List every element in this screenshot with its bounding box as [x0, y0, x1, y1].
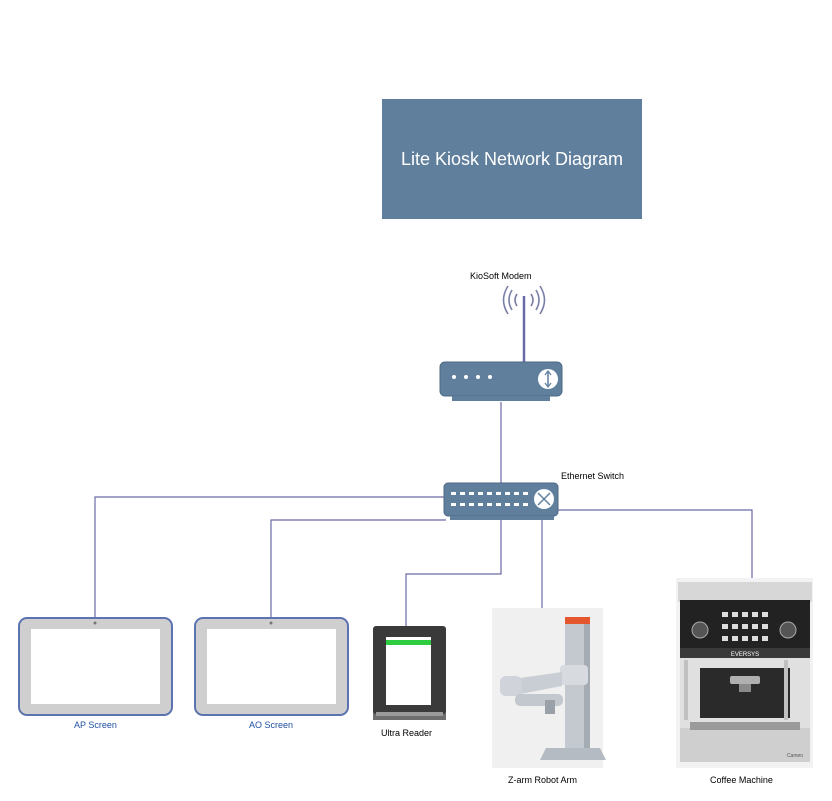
coffee-model-text: Cameo [787, 753, 803, 759]
coffee-machine-icon: EVERSYS Cameo [676, 578, 813, 768]
ao-screen-icon [194, 617, 349, 716]
reader-label: Ultra Reader [381, 728, 433, 738]
robot-arm-icon [492, 608, 606, 768]
diagram-title: Lite Kiosk Network Diagram [400, 148, 624, 169]
coffee-label: Coffee Machine [710, 775, 773, 785]
switch-label: Ethernet Switch [561, 471, 625, 481]
coffee-brand-text: EVERSYS [731, 652, 759, 658]
connectors [94, 402, 753, 626]
ethernet-switch-icon [443, 482, 559, 520]
switch-to-coffee-line [558, 509, 753, 578]
modem-icon [439, 285, 563, 401]
switch-to-reader-line [405, 518, 502, 626]
modem-label: KioSoft Modem [470, 271, 532, 281]
switch-to-ap-line [94, 496, 446, 620]
robot-label: Z-arm Robot Arm [508, 775, 578, 785]
ao-screen-label: AO Screen [249, 720, 294, 730]
diagram-title-box: Lite Kiosk Network Diagram [382, 99, 642, 219]
ap-screen-label: AP Screen [74, 720, 117, 730]
switch-to-ao-line [270, 519, 446, 620]
ap-screen-icon [18, 617, 173, 716]
ultra-reader-icon [373, 626, 446, 720]
